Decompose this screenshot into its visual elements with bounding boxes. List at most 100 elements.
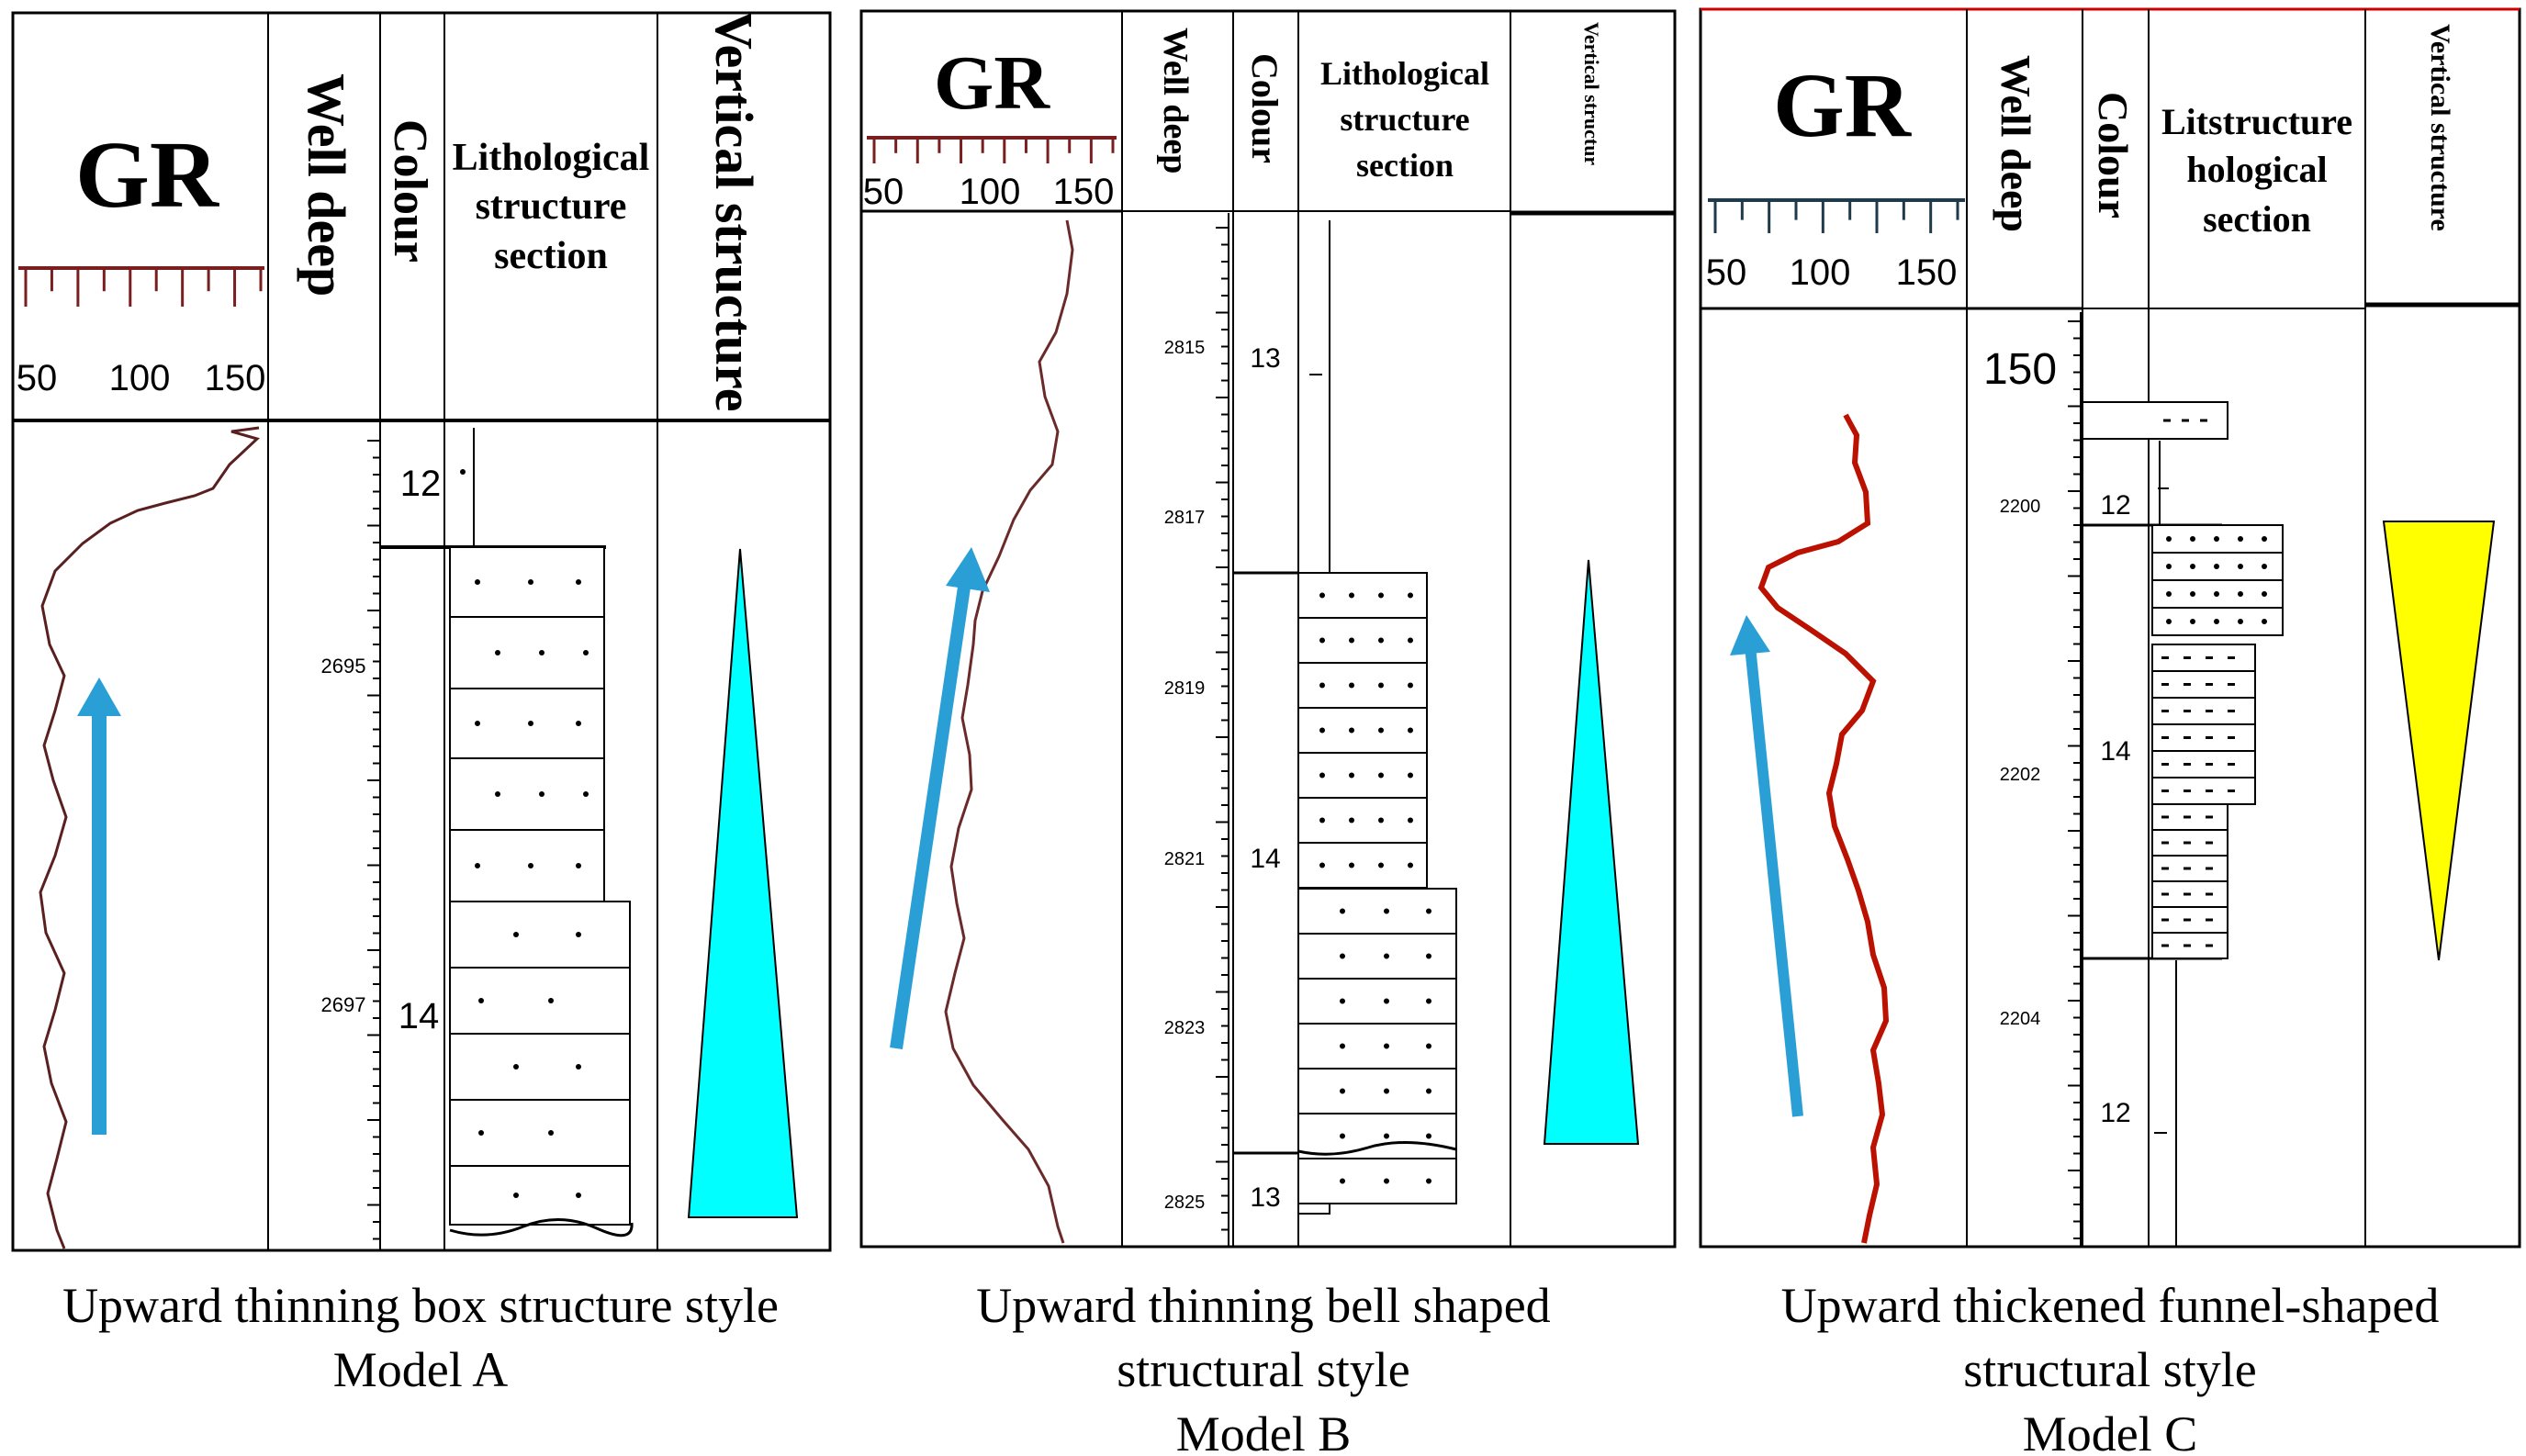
litho-dot bbox=[576, 1064, 581, 1070]
litho-bed bbox=[2151, 670, 2256, 699]
litho-dot bbox=[1349, 862, 1354, 868]
litho-dot bbox=[2214, 536, 2219, 542]
gr-tick-label: 100 bbox=[960, 172, 1021, 212]
depth-label: 2697 bbox=[321, 993, 366, 1016]
litho-dot bbox=[1384, 998, 1389, 1004]
litho-dot bbox=[548, 1130, 554, 1136]
colour-code: 14 bbox=[1250, 844, 1280, 874]
well-deep-header: Well deep bbox=[297, 73, 356, 297]
litho-dot bbox=[1426, 1088, 1431, 1094]
caption-line: Model C bbox=[2023, 1406, 2198, 1456]
litho-header-line: Litstructure bbox=[2161, 101, 2352, 142]
gr-curve bbox=[1757, 413, 1890, 1244]
litho-bed bbox=[1297, 1158, 1457, 1204]
depth-label: 2817 bbox=[1164, 508, 1206, 528]
panel-b-frame bbox=[859, 9, 1677, 1249]
colour-header: Colour bbox=[384, 119, 436, 263]
colour-header: Colour bbox=[2090, 92, 2137, 218]
litho-dot bbox=[1384, 1178, 1389, 1184]
gr-title: GR bbox=[934, 40, 1050, 126]
litho-dot bbox=[2262, 564, 2267, 569]
litho-dot bbox=[1384, 1043, 1389, 1049]
litho-bed bbox=[2151, 579, 2284, 609]
litho-dot bbox=[2214, 619, 2219, 624]
trend-arrow bbox=[890, 547, 990, 1050]
gr-curve bbox=[39, 426, 260, 1249]
litho-dot bbox=[495, 650, 500, 655]
litho-sandstone-stack bbox=[449, 546, 634, 1238]
litho-dot bbox=[1319, 772, 1325, 778]
litho-dot bbox=[576, 1193, 581, 1198]
litho-dot bbox=[1349, 592, 1354, 599]
litho-dot bbox=[2214, 591, 2219, 597]
colour-code: 12 bbox=[2100, 1098, 2130, 1128]
litho-dot bbox=[2262, 536, 2267, 542]
litho-dot bbox=[1319, 817, 1325, 823]
gr-tick-label: 100 bbox=[1790, 252, 1851, 293]
vertical-structure-header: Vertical structure bbox=[2425, 24, 2455, 231]
panel-model-c: GR 50 100 150 Well deep Colour Litstruct… bbox=[1699, 7, 2521, 1456]
litho-dot bbox=[475, 863, 480, 868]
litho-dot bbox=[2262, 619, 2267, 624]
litho-dot bbox=[1426, 998, 1431, 1004]
caption-line: structural style bbox=[1117, 1342, 1409, 1397]
litho-dot bbox=[1319, 592, 1325, 599]
litho-dot bbox=[1349, 817, 1354, 823]
trend-arrow bbox=[77, 678, 121, 1135]
litho-header-line: structure bbox=[476, 185, 627, 228]
litho-wavy-base bbox=[449, 1218, 634, 1238]
caption-line: Upward thinning box structure style bbox=[62, 1278, 779, 1333]
litho-dot bbox=[576, 932, 581, 937]
litho-dot bbox=[1319, 682, 1325, 689]
panel-model-a: GR 50 100 150 Well deep Colour Lithologi… bbox=[11, 11, 832, 1397]
litho-dot bbox=[583, 650, 589, 655]
litho-dot bbox=[1378, 682, 1384, 689]
litho-sandstone-stack bbox=[2082, 401, 2284, 959]
litho-dot bbox=[478, 998, 484, 1003]
litho-dot bbox=[1384, 908, 1389, 914]
litho-bed bbox=[449, 967, 631, 1035]
gr-curve bbox=[944, 219, 1074, 1244]
gr-scale-ticks bbox=[872, 138, 1115, 163]
litho-dot bbox=[1426, 953, 1431, 959]
litho-header-line: hological bbox=[2186, 149, 2327, 190]
caption-line: Model B bbox=[1176, 1406, 1352, 1456]
litho-dot bbox=[2166, 591, 2172, 597]
litho-dot bbox=[513, 1193, 519, 1198]
litho-dot bbox=[1408, 637, 1413, 644]
colour-code: 12 bbox=[2100, 490, 2130, 521]
litho-dot bbox=[475, 721, 480, 726]
litho-dot bbox=[460, 469, 466, 475]
litho-dot bbox=[1384, 1133, 1389, 1139]
litho-dot bbox=[2238, 536, 2243, 542]
litho-dot bbox=[1340, 1088, 1345, 1094]
colour-code: 14 bbox=[2100, 736, 2130, 767]
litho-dot bbox=[478, 1130, 484, 1136]
litho-bed bbox=[449, 757, 605, 831]
litho-dot bbox=[576, 863, 581, 868]
litho-dot bbox=[1408, 592, 1413, 599]
litho-dot bbox=[2238, 564, 2243, 569]
caption-line: Model A bbox=[333, 1342, 509, 1397]
gr-tick-label: 50 bbox=[1706, 252, 1747, 293]
vertical-structure-header: Vertical structur bbox=[1580, 22, 1603, 165]
litho-bed bbox=[449, 1165, 631, 1226]
trend-arrow bbox=[1730, 615, 1803, 1117]
litho-bed bbox=[2151, 777, 2256, 805]
litho-dot bbox=[1340, 908, 1345, 914]
depth-label: 2825 bbox=[1164, 1193, 1206, 1213]
litho-dot bbox=[1378, 862, 1384, 868]
caption-line: Upward thinning bell shaped bbox=[976, 1278, 1550, 1333]
gr-tick-label: 150 bbox=[1896, 252, 1958, 293]
litho-header-line: structure bbox=[1340, 101, 1469, 138]
gr-tick-label: 150 bbox=[1053, 172, 1115, 212]
litho-dot bbox=[1408, 817, 1413, 823]
litho-dot bbox=[528, 579, 533, 585]
gr-tick-label: 50 bbox=[17, 358, 58, 398]
litho-bed bbox=[1297, 978, 1457, 1025]
vertical-structure-triangle bbox=[687, 548, 799, 1218]
litho-dot bbox=[1408, 772, 1413, 778]
litho-dot bbox=[1319, 637, 1325, 644]
litho-dot bbox=[1426, 908, 1431, 914]
